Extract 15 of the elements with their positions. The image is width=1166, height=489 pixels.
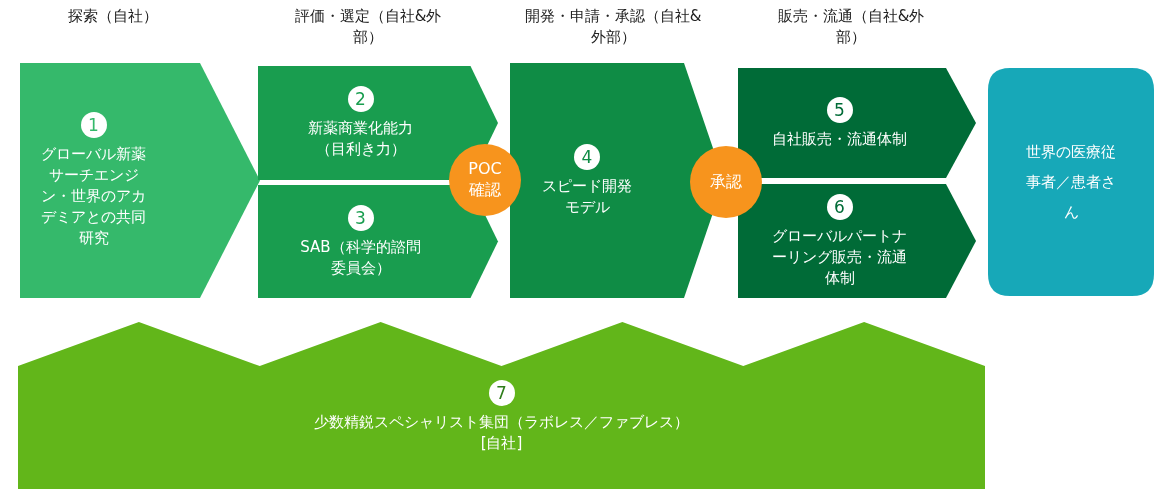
node-text: グローバルパートナーリング販売・流通体制 xyxy=(772,225,907,289)
node-text: 少数精鋭スペシャリスト集団（ラボレス／ファブレス） xyxy=(313,412,690,433)
phase-heading: 探索（自社） xyxy=(67,6,159,27)
phase-heading: 開発・申請・承認（自社&外部） xyxy=(523,6,703,48)
node-text: スピード開発モデル xyxy=(542,175,632,218)
node-text: 世界の医療従事者／患者さん xyxy=(1026,142,1116,223)
node-text: POC確認 xyxy=(467,159,503,201)
node-note: [自社] xyxy=(479,433,524,454)
node-text: 新薬商業化能力（目利き力） xyxy=(307,118,414,160)
node-text: 承認 xyxy=(709,171,743,193)
node-text: SAB（科学的諮問委員会） xyxy=(299,236,422,279)
phase-heading: 評価・選定（自社&外部） xyxy=(293,6,443,48)
node-text: 自社販売・流通体制 xyxy=(771,128,908,150)
node-text: グローバル新薬サーチエンジン・世界のアカデミアとの共同研究 xyxy=(40,144,147,249)
phase-heading: 販売・流通（自社&外部） xyxy=(776,6,926,48)
